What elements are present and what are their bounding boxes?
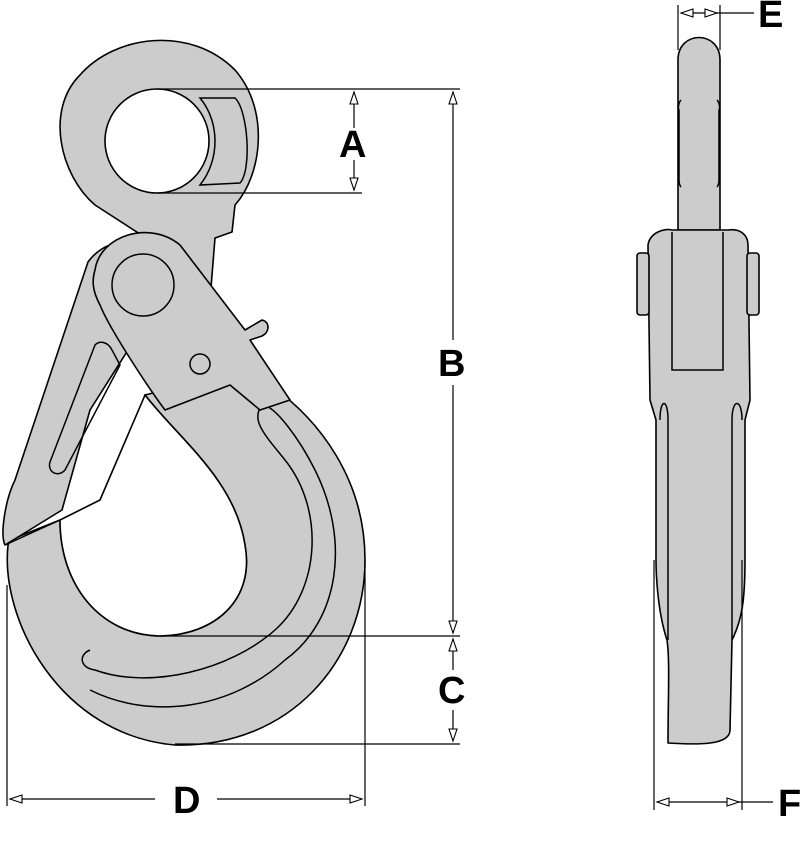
label-b: B bbox=[438, 343, 465, 385]
dimension-b: B bbox=[438, 90, 465, 635]
side-eye-groove-left bbox=[677, 99, 682, 188]
dimension-d: D bbox=[6, 560, 366, 822]
dimension-e: E bbox=[677, 0, 783, 50]
side-rib-right bbox=[731, 402, 743, 640]
lever-rivet bbox=[189, 353, 211, 375]
label-e: E bbox=[758, 0, 783, 36]
side-eye-groove-right bbox=[716, 99, 721, 188]
front-view bbox=[2, 39, 366, 746]
label-f: F bbox=[778, 783, 800, 825]
label-d: D bbox=[173, 780, 200, 822]
side-rib-left bbox=[659, 402, 669, 640]
lever-pivot-pin bbox=[111, 253, 175, 317]
side-hook-body bbox=[647, 228, 751, 745]
dimension-c: C bbox=[160, 635, 465, 745]
side-view bbox=[636, 36, 760, 745]
side-yoke-inner bbox=[671, 232, 724, 371]
hook-groove-outer bbox=[89, 404, 337, 708]
dimension-f: F bbox=[653, 560, 800, 825]
eye-recess bbox=[198, 97, 248, 186]
label-a: A bbox=[339, 124, 366, 166]
label-c: C bbox=[438, 670, 465, 712]
hook-throat bbox=[59, 393, 248, 637]
side-eye-shank bbox=[677, 36, 721, 231]
side-pin-left bbox=[636, 252, 650, 316]
latch-slot bbox=[48, 341, 121, 475]
locking-lever bbox=[92, 231, 291, 411]
side-pin-right bbox=[746, 252, 760, 316]
latch-tip-line bbox=[4, 519, 61, 546]
hook-groove-inner bbox=[81, 404, 313, 679]
eye-hole bbox=[104, 88, 210, 194]
dimension-a: A bbox=[157, 88, 460, 194]
